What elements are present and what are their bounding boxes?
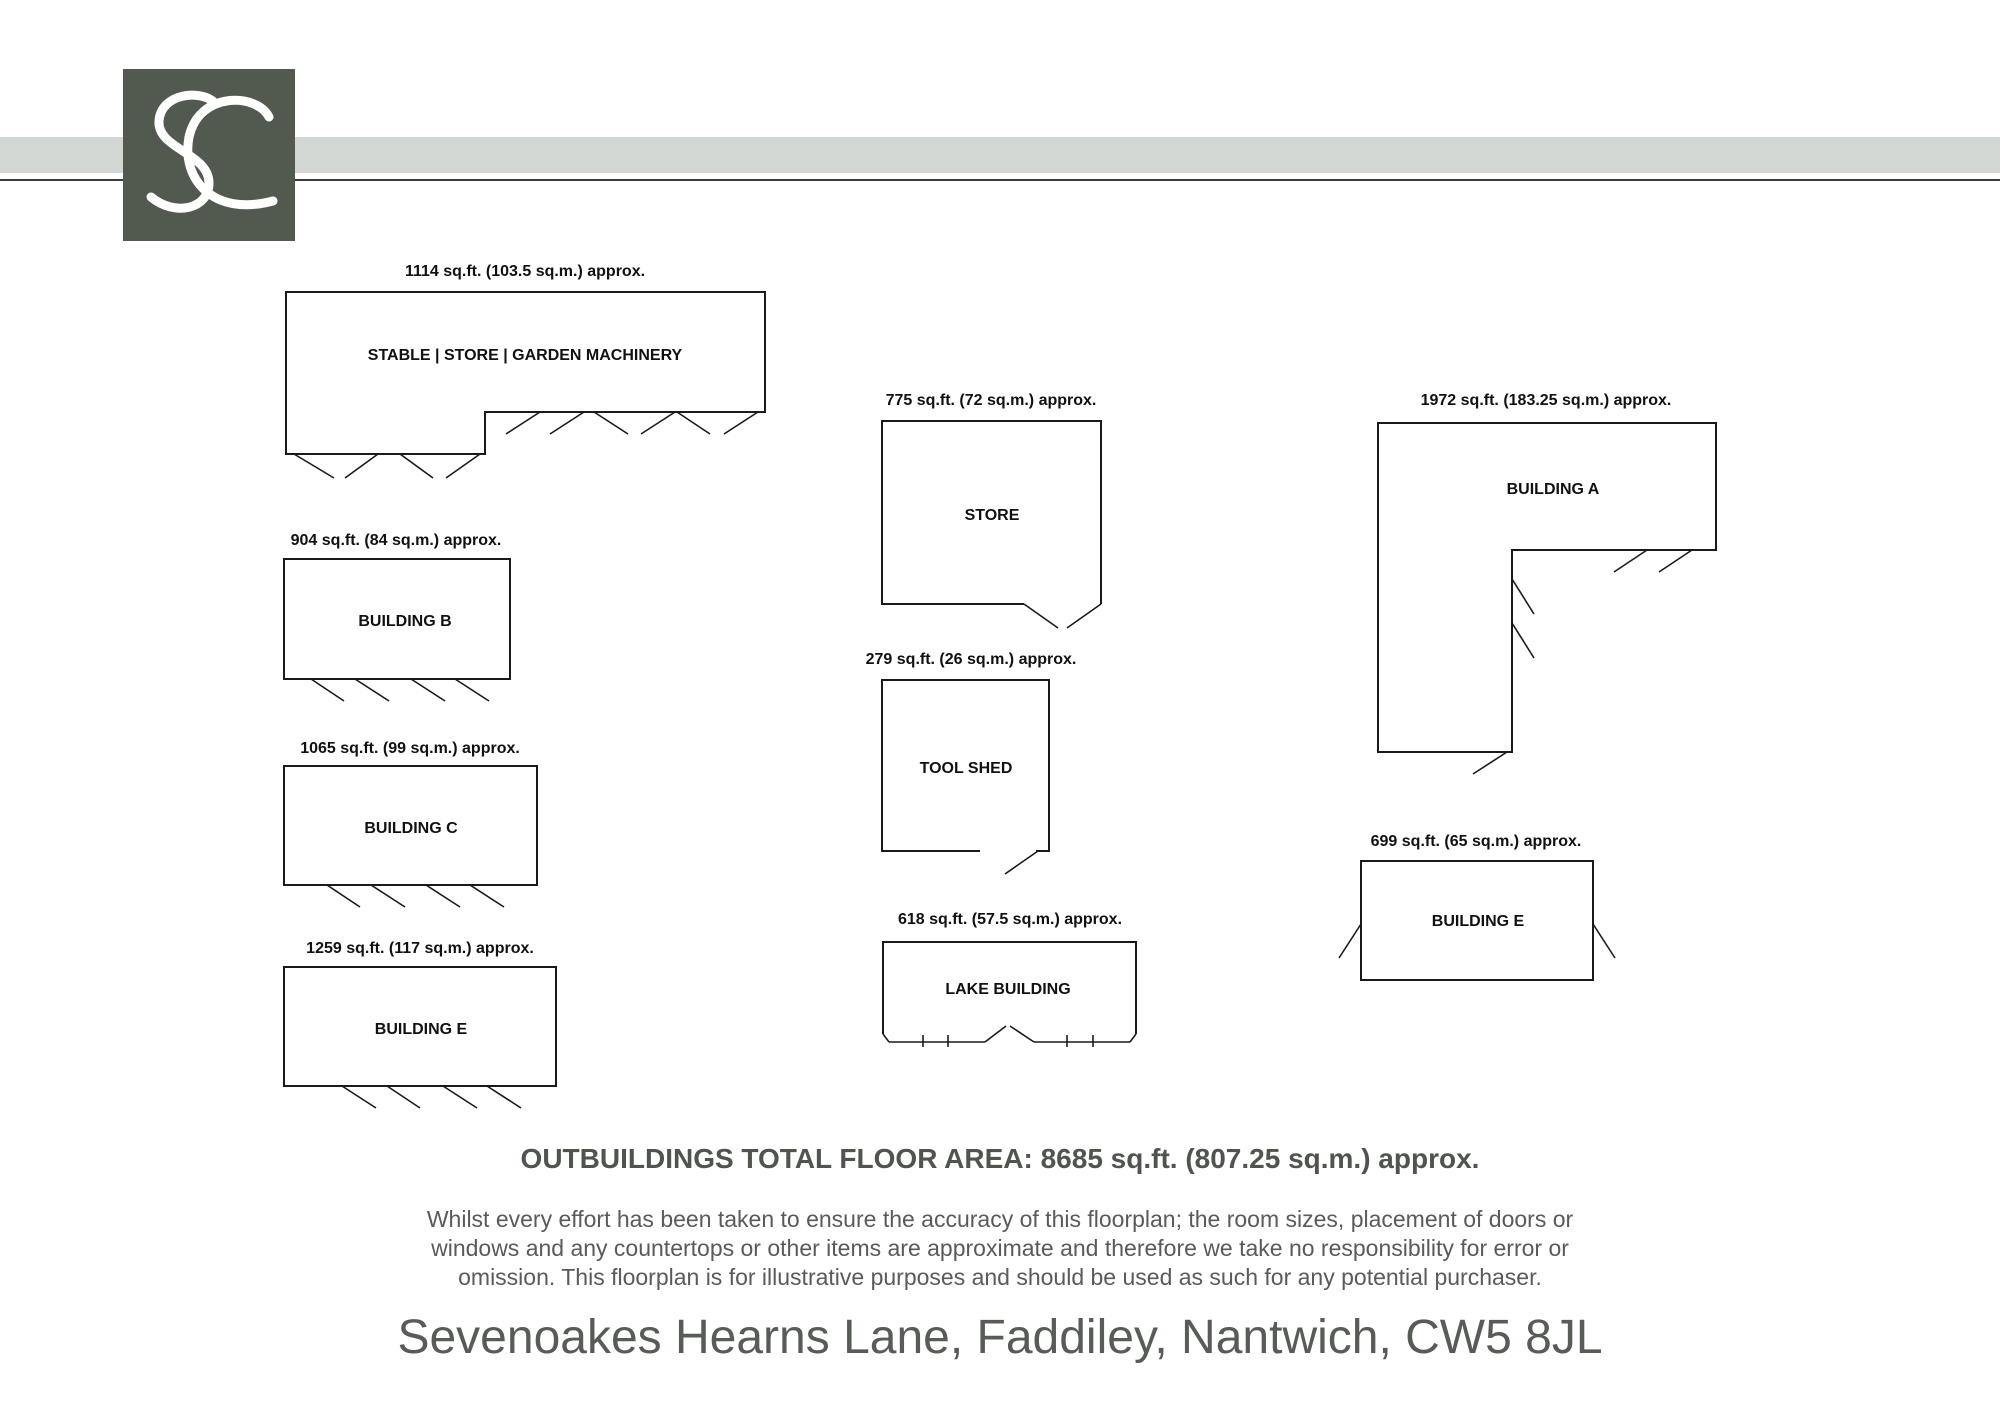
room-label-b: BUILDING B xyxy=(358,613,451,630)
area-label-b: 904 sq.ft. (84 sq.m.) approx. xyxy=(291,532,502,549)
doors-e-left xyxy=(341,1085,522,1109)
doors-a xyxy=(1472,549,1693,775)
doors-lake xyxy=(882,1025,1137,1047)
area-label-e-left: 1259 sq.ft. (117 sq.m.) approx. xyxy=(306,940,534,957)
room-label-lake: LAKE BUILDING xyxy=(945,981,1070,998)
disclaimer-text: Whilst every effort has been taken to en… xyxy=(426,1206,1574,1290)
room-label-stable: STABLE | STORE | GARDEN MACHINERY xyxy=(368,347,683,364)
doors-tool-shed xyxy=(1004,850,1039,875)
header-rule xyxy=(0,179,2000,181)
building-e-left: 1259 sq.ft. (117 sq.m.) approx. BUILDING… xyxy=(283,940,557,1109)
building-tool-shed: 279 sq.ft. (26 sq.m.) approx. TOOL SHED xyxy=(866,651,1077,875)
header-band xyxy=(0,137,2000,173)
doors-b xyxy=(310,678,490,702)
doors-c xyxy=(326,884,505,908)
area-label-e-right: 699 sq.ft. (65 sq.m.) approx. xyxy=(1371,833,1582,850)
area-label-c: 1065 sq.ft. (99 sq.m.) approx. xyxy=(300,740,520,757)
building-store: 775 sq.ft. (72 sq.m.) approx. STORE xyxy=(881,392,1102,629)
area-label-stable: 1114 sq.ft. (103.5 sq.m.) approx. xyxy=(405,263,645,280)
agency-logo xyxy=(123,69,295,241)
building-a: 1972 sq.ft. (183.25 sq.m.) approx. BUILD… xyxy=(1377,392,1717,775)
building-e-right: 699 sq.ft. (65 sq.m.) approx. BUILDING E xyxy=(1338,833,1616,981)
room-label-store: STORE xyxy=(965,507,1020,524)
doors-e-right xyxy=(1338,923,1616,959)
room-label-a: BUILDING A xyxy=(1507,481,1600,498)
room-label-e-right: BUILDING E xyxy=(1432,913,1525,930)
building-lake: 618 sq.ft. (57.5 sq.m.) approx. LAKE BUI… xyxy=(882,911,1137,1047)
area-label-lake: 618 sq.ft. (57.5 sq.m.) approx. xyxy=(898,911,1122,928)
doors-store xyxy=(1023,603,1102,629)
sc-monogram-icon xyxy=(146,90,278,213)
property-address: Sevenoakes Hearns Lane, Faddiley, Nantwi… xyxy=(397,1311,1603,1364)
area-label-a: 1972 sq.ft. (183.25 sq.m.) approx. xyxy=(1421,392,1672,409)
building-stable-store: 1114 sq.ft. (103.5 sq.m.) approx. STABLE… xyxy=(285,263,766,479)
room-label-c: BUILDING C xyxy=(364,820,458,837)
room-label-tool-shed: TOOL SHED xyxy=(920,760,1013,777)
area-label-store: 775 sq.ft. (72 sq.m.) approx. xyxy=(886,392,1097,409)
total-floor-area: OUTBUILDINGS TOTAL FLOOR AREA: 8685 sq.f… xyxy=(520,1143,1480,1174)
building-b: 904 sq.ft. (84 sq.m.) approx. BUILDING B xyxy=(283,532,511,702)
doors-stable xyxy=(293,411,759,479)
area-label-tool-shed: 279 sq.ft. (26 sq.m.) approx. xyxy=(866,651,1077,668)
room-label-e-left: BUILDING E xyxy=(375,1021,468,1038)
building-c: 1065 sq.ft. (99 sq.m.) approx. BUILDING … xyxy=(283,740,538,908)
